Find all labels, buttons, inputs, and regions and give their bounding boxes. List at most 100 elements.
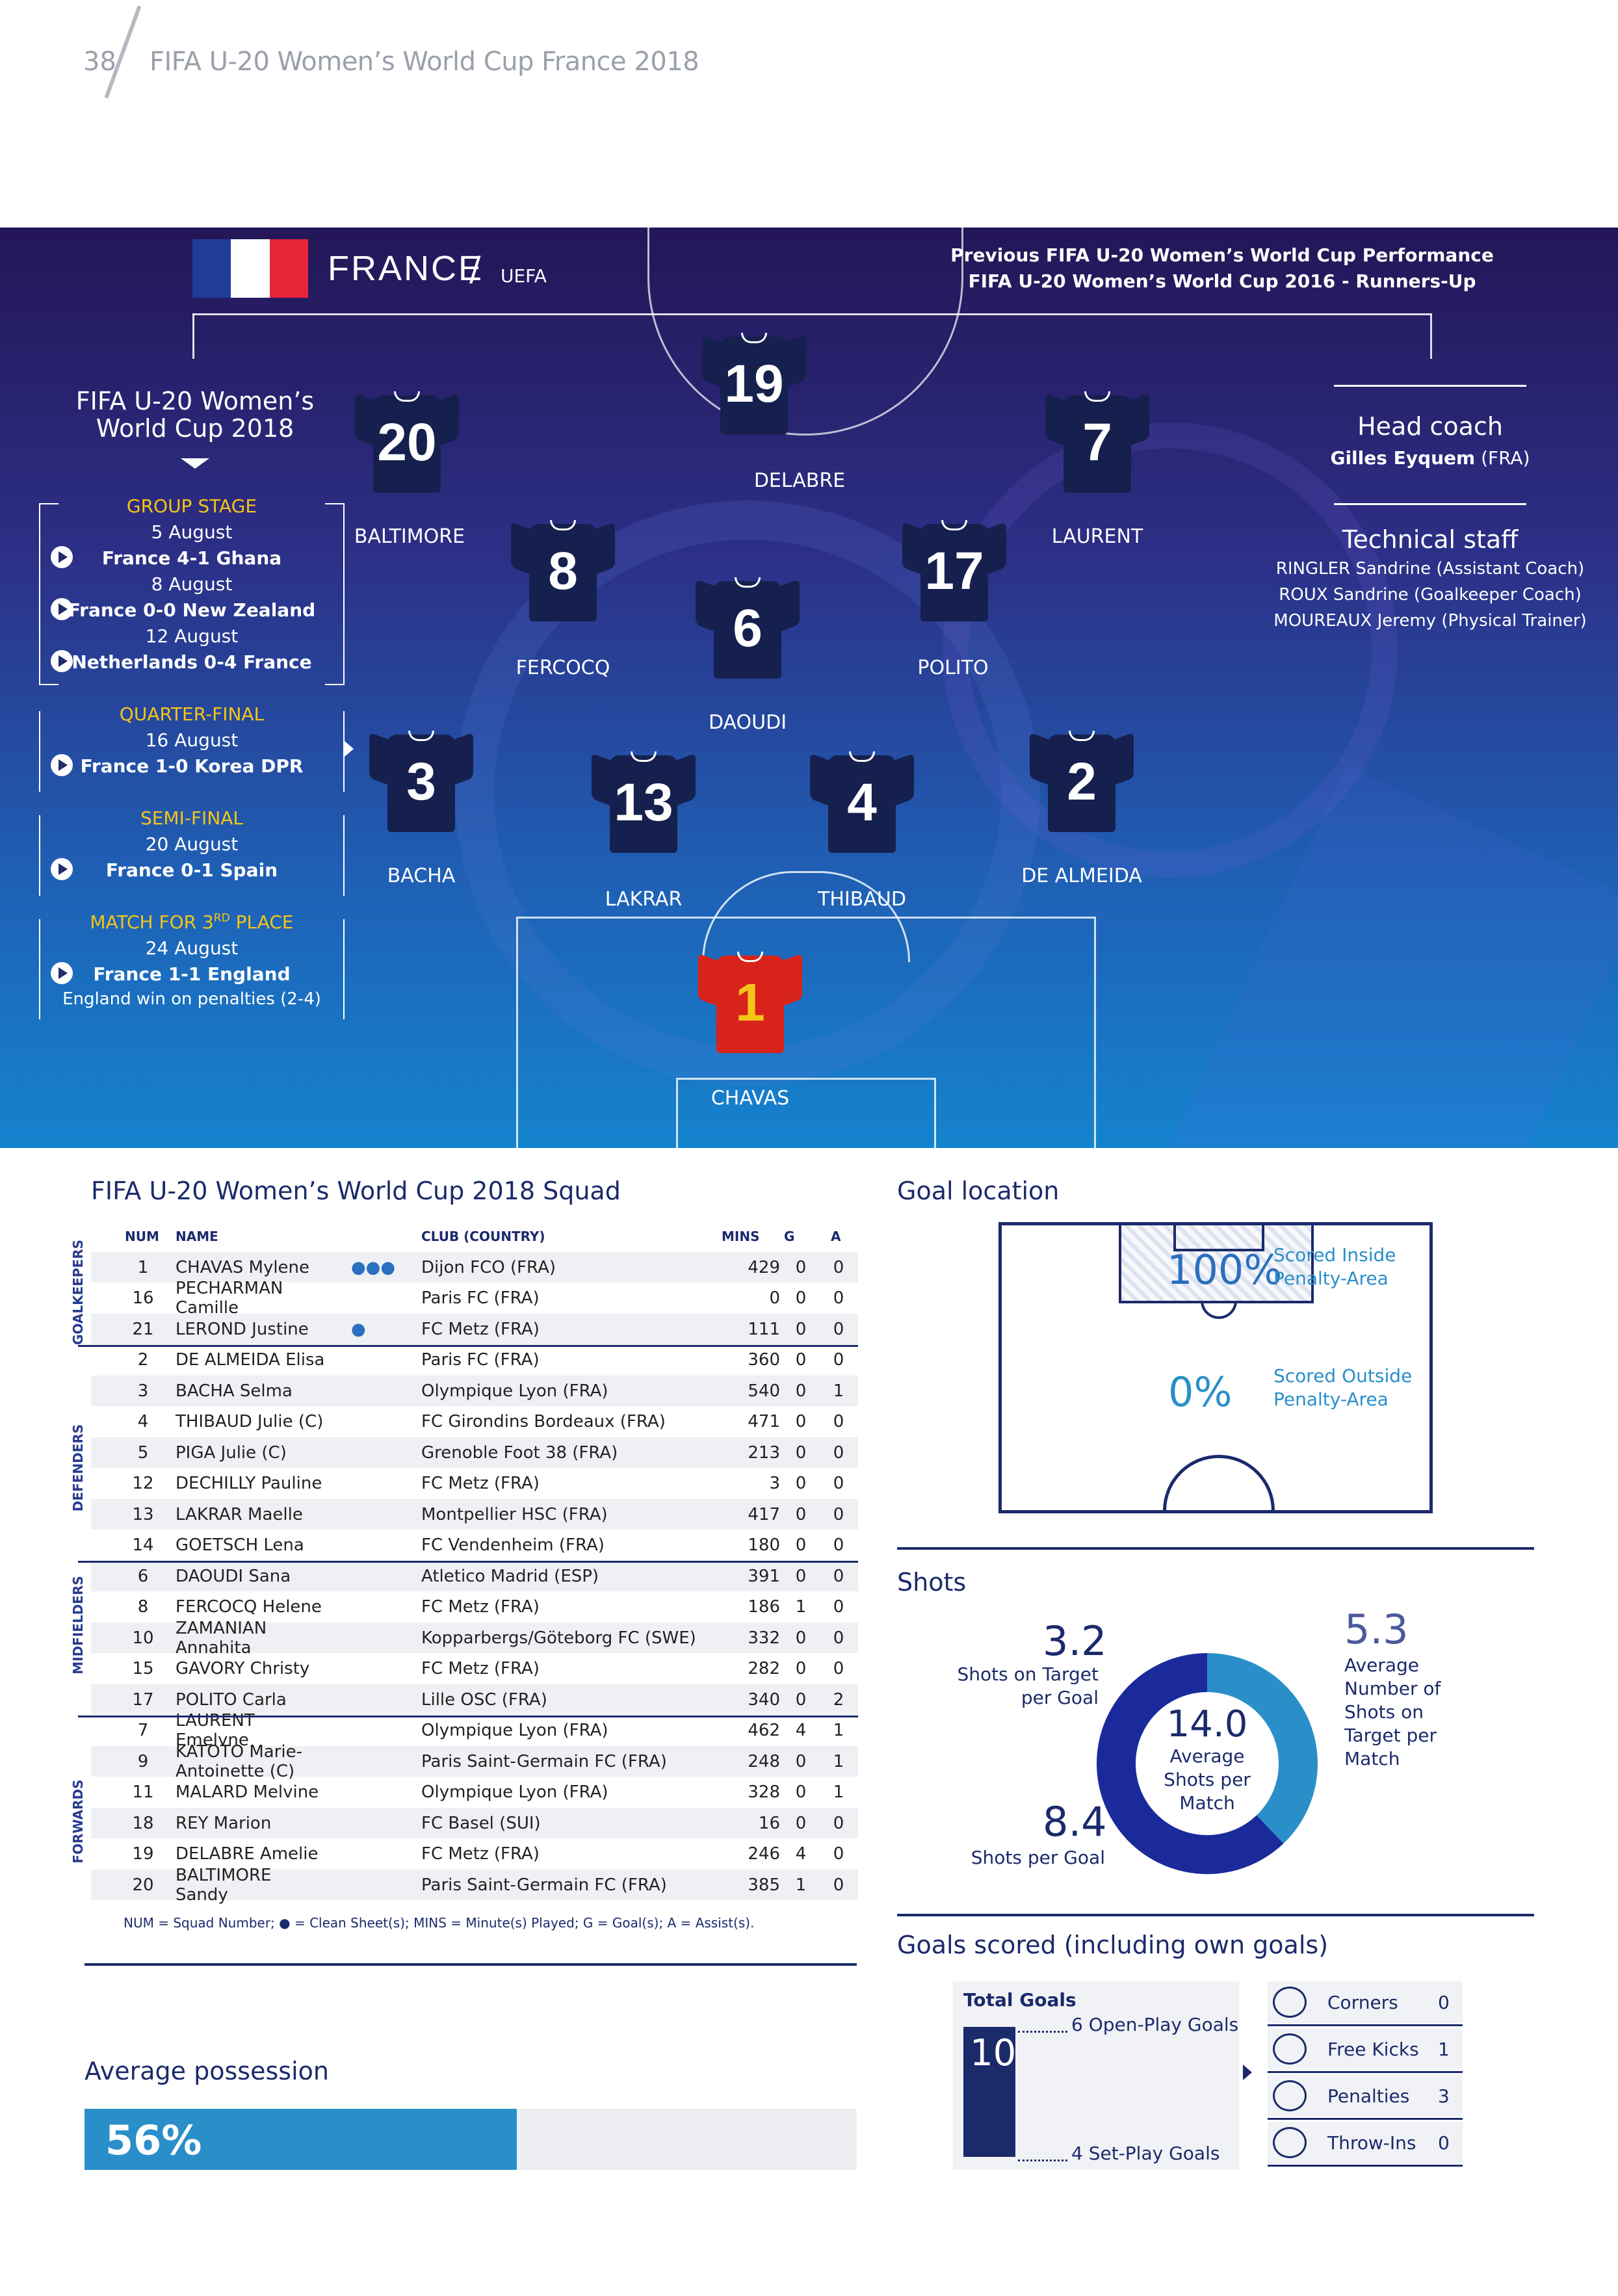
cell-assists: 0 [833, 1875, 844, 1895]
cell-goals: 0 [795, 1751, 807, 1771]
player-name: THIBAUD [818, 888, 906, 911]
divider [897, 1914, 1534, 1916]
cell-num: 15 [132, 1659, 154, 1678]
cell-assists: 0 [833, 1412, 844, 1431]
tournament-title-line: World Cup 2018 [96, 414, 294, 443]
cell-name: PECHARMAN Camille [176, 1279, 283, 1318]
cell-club: Kopparbergs/Göteborg FC (SWE) [421, 1628, 696, 1648]
cell-assists: 0 [833, 1628, 844, 1648]
quarter-final-bracket [39, 711, 345, 792]
stage-label-part: PLACE [229, 911, 294, 933]
goal-area [1173, 1225, 1264, 1251]
column-header-mins: MINS [722, 1229, 760, 1244]
outside-percentage: 0% [1168, 1368, 1233, 1416]
player-name: LAURENT [1051, 525, 1143, 548]
penalty-area-hatched [1119, 1225, 1314, 1303]
penalty-arc [1201, 1301, 1237, 1319]
set-piece-divider [1268, 2118, 1463, 2120]
cell-mins: 429 [748, 1257, 780, 1277]
cell-club: FC Metz (FRA) [421, 1844, 540, 1864]
previous-performance-title: Previous FIFA U-20 Women’s World Cup Per… [950, 244, 1494, 266]
leader-line [1018, 2031, 1067, 2033]
player-shirt: 19 [702, 330, 806, 434]
cell-mins: 248 [748, 1751, 780, 1771]
player-name: POLITO [917, 657, 989, 679]
play-icon[interactable] [51, 546, 73, 568]
divider [85, 1963, 857, 1966]
player-shirt: 7 [1045, 389, 1149, 493]
cell-num: 6 [137, 1566, 149, 1586]
goals-scored-title: Goals scored (including own goals) [897, 1931, 1329, 1959]
player-shirt: 4 [810, 749, 914, 853]
cell-mins: 282 [748, 1659, 780, 1678]
cell-goals: 1 [795, 1597, 807, 1617]
cell-club: FC Basel (SUI) [421, 1813, 541, 1833]
cell-num: 1 [137, 1257, 149, 1277]
stage-label: MATCH FOR 3RD PLACE [39, 911, 345, 933]
player-shirt: 1 [698, 949, 802, 1053]
chevron-down-icon [181, 458, 209, 469]
cell-goals: 0 [795, 1689, 807, 1710]
player-name: BALTIMORE [354, 525, 465, 548]
play-icon[interactable] [51, 858, 73, 880]
bracket-corner [325, 503, 345, 504]
set-piece-label: Penalties [1327, 2085, 1410, 2107]
total-goals-label: Total Goals [963, 1989, 1076, 2011]
cell-name: THIBAUD Julie (C) [176, 1412, 324, 1431]
position-divider [78, 1561, 858, 1563]
cell-mins: 186 [748, 1597, 780, 1617]
head-coach-country: (FRA) [1481, 447, 1530, 469]
cell-mins: 540 [748, 1381, 780, 1401]
cell-mins: 16 [758, 1813, 780, 1833]
shots-donut-chart [1097, 1653, 1318, 1874]
player-name: DAOUDI [708, 711, 787, 734]
cell-name: DE ALMEIDA Elisa [176, 1350, 325, 1370]
play-icon[interactable] [51, 962, 73, 984]
cell-num: 16 [132, 1288, 154, 1308]
cell-name: GOETSCH Lena [176, 1535, 304, 1555]
play-icon[interactable] [51, 650, 73, 672]
free-kick-icon [1273, 2033, 1307, 2065]
cell-goals: 0 [795, 1782, 807, 1802]
cell-mins: 332 [748, 1628, 780, 1648]
stage-label: GROUP STAGE [126, 495, 257, 517]
technical-staff-title: Technical staff [1342, 525, 1519, 554]
cell-num: 17 [132, 1689, 154, 1710]
cell-mins: 471 [748, 1412, 780, 1431]
cell-club: Paris Saint-Germain FC (FRA) [421, 1875, 667, 1895]
cell-goals: 4 [795, 1844, 807, 1864]
player-name: LAKRAR [605, 888, 683, 911]
set-piece-value: 0 [1438, 1992, 1450, 2013]
shots-on-target-label-line: Shots on Target [957, 1663, 1099, 1685]
technical-staff-item: ROUX Sandrine (Goalkeeper Coach) [1279, 585, 1582, 605]
france-flag-icon [192, 239, 308, 298]
possession-value: 56% [105, 2117, 202, 2164]
cell-club: Dijon FCO (FRA) [421, 1257, 556, 1277]
position-label: MIDFIELDERS [70, 1576, 86, 1675]
cell-name: DAOUDI Sana [176, 1566, 291, 1586]
shirt-number: 20 [377, 413, 437, 472]
cell-name: FERCOCQ Helene [176, 1597, 322, 1617]
cell-club: Paris FC (FRA) [421, 1350, 540, 1370]
cell-club: Montpellier HSC (FRA) [421, 1504, 608, 1524]
goal-location-title: Goal location [897, 1177, 1060, 1205]
play-icon[interactable] [51, 598, 73, 620]
team-separator: / [469, 250, 481, 289]
cell-goals: 1 [795, 1875, 807, 1895]
play-icon[interactable] [51, 754, 73, 776]
shirt-number: 3 [406, 752, 436, 811]
label-line: Number of [1344, 1678, 1441, 1699]
cell-club: Paris FC (FRA) [421, 1288, 540, 1308]
average-shots-on-target-label: Average Number of Shots on Target per Ma… [1344, 1654, 1487, 1771]
cell-club: FC Metz (FRA) [421, 1597, 540, 1617]
match-date: 20 August [145, 833, 239, 855]
cell-goals: 0 [795, 1535, 807, 1555]
